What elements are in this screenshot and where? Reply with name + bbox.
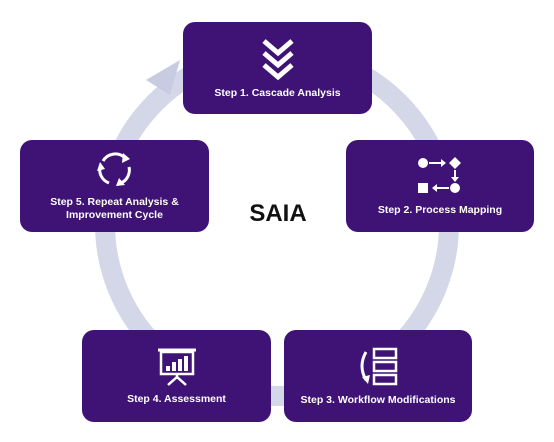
triple-chevron-down-icon	[261, 38, 294, 80]
step-5-repeat-analysis[interactable]: Step 5. Repeat Analysis & Improvement Cy…	[20, 140, 209, 232]
process-flow-icon	[418, 156, 461, 193]
cycle-arrowhead-icon	[146, 60, 180, 95]
step-4-assessment[interactable]: Step 4. Assessment	[82, 330, 271, 422]
step-label: Step 4. Assessment	[127, 392, 226, 405]
step-label: Step 3. Workflow Modifications	[300, 393, 456, 406]
presentation-chart-icon	[157, 348, 196, 386]
cycle-arrows-icon	[96, 152, 131, 186]
step-1-cascade-analysis[interactable]: Step 1. Cascade Analysis	[183, 22, 372, 114]
step-label: Step 5. Repeat Analysis & Improvement Cy…	[50, 196, 179, 221]
step-label: Step 1. Cascade Analysis	[214, 86, 341, 99]
workflow-list-icon	[360, 347, 398, 385]
step-label: Step 2. Process Mapping	[377, 203, 503, 216]
diagram-center-title: SAIA	[249, 200, 307, 227]
step-2-process-mapping[interactable]: Step 2. Process Mapping	[346, 140, 534, 232]
step-3-workflow-modifications[interactable]: Step 3. Workflow Modifications	[284, 330, 472, 422]
